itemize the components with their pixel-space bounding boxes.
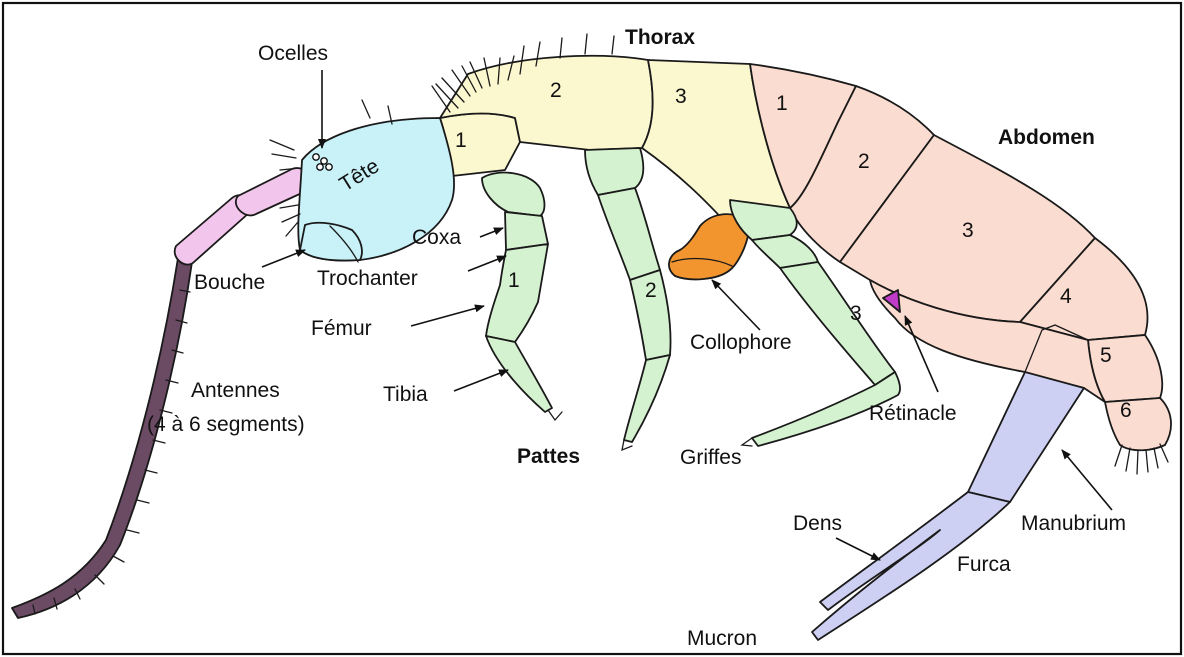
antennes-label-line2: (4 à 6 segments) xyxy=(147,413,305,436)
leg-3-number: 3 xyxy=(850,302,862,325)
retinacle-label: Rétinacle xyxy=(869,402,957,425)
manubrium-arrow xyxy=(1062,450,1112,510)
bouche-label: Bouche xyxy=(194,271,265,294)
abdomen-segment-3-number: 3 xyxy=(962,219,974,242)
femur-arrow xyxy=(411,306,484,326)
thorax-segment-3-number: 3 xyxy=(675,85,687,108)
antennes-label-line1: Antennes xyxy=(191,379,280,402)
legs-title: Pattes xyxy=(517,445,580,468)
leg-1-coxa xyxy=(482,173,545,216)
coxa-arrow xyxy=(480,228,503,237)
thorax-segment-2-number: 2 xyxy=(550,79,562,102)
trochanter-arrow xyxy=(468,256,506,271)
coxa-label: Coxa xyxy=(412,226,461,249)
trochanter-label: Trochanter xyxy=(317,267,418,290)
furca-label: Furca xyxy=(957,553,1011,576)
abdomen-segment-5-number: 5 xyxy=(1100,344,1112,367)
leg-1-claw xyxy=(548,410,562,420)
antenna-segment-basal-2 xyxy=(236,168,309,215)
leg-1-number: 1 xyxy=(508,269,520,292)
leg-3-claw xyxy=(742,438,752,446)
bouche-arrow xyxy=(262,250,305,267)
manubrium-label: Manubrium xyxy=(1021,512,1126,535)
leg-2-femur-upper xyxy=(598,188,660,280)
dens-arrow xyxy=(836,538,880,560)
mucron-label: Mucron xyxy=(687,627,757,650)
leg-2-number: 2 xyxy=(645,279,657,302)
antenna-flagellum xyxy=(12,258,192,618)
leg-1-femur xyxy=(486,244,548,342)
collophore-label: Collophore xyxy=(690,331,792,354)
tibia-arrow xyxy=(454,370,508,391)
furca-manubrium xyxy=(968,372,1084,502)
abdomen-segment-1-number: 1 xyxy=(776,92,788,115)
tibia-label: Tibia xyxy=(383,383,428,406)
griffes-label: Griffes xyxy=(680,446,741,469)
thorax-segment-1-number: 1 xyxy=(455,129,467,152)
femur-label: Fémur xyxy=(311,317,372,340)
abdomen-segment-6-number: 6 xyxy=(1120,399,1132,422)
thorax-title: Thorax xyxy=(625,26,695,49)
abdomen-segment-6 xyxy=(1105,398,1171,450)
leg-2-tibia xyxy=(624,355,670,442)
abdomen-segment-4-number: 4 xyxy=(1060,285,1072,308)
ocelles-label: Ocelles xyxy=(258,42,328,65)
collophore-arrow xyxy=(712,280,760,330)
dens-label: Dens xyxy=(793,512,842,535)
abdomen-segment-2-number: 2 xyxy=(858,150,870,173)
abdomen-title: Abdomen xyxy=(998,126,1095,149)
